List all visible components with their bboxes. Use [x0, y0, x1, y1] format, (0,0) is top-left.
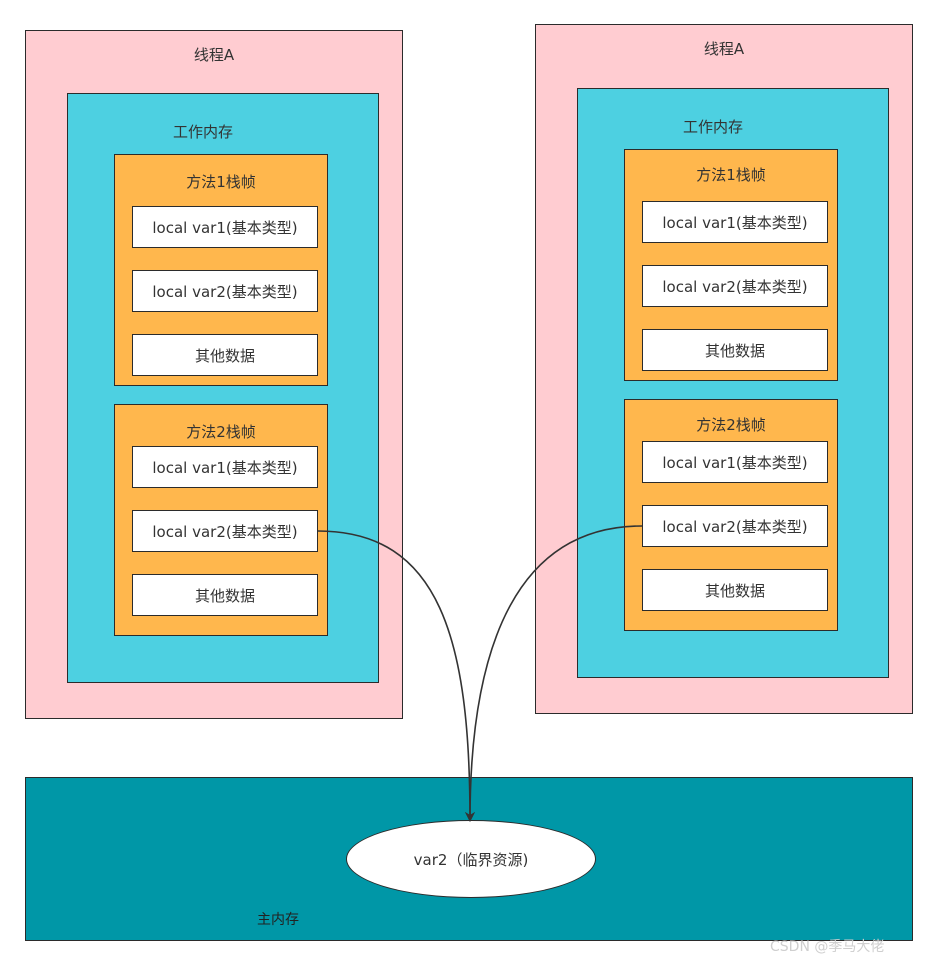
- work-memory-title: 工作内存: [172, 123, 233, 141]
- var-box: local var2(基本类型): [132, 270, 318, 312]
- stack-frame-title: 方法1栈帧: [696, 166, 766, 184]
- var-box: 其他数据: [132, 334, 318, 376]
- var-box: 其他数据: [132, 574, 318, 616]
- stack-frame-title: 方法1栈帧: [186, 173, 256, 191]
- thread-title: 线程A: [193, 46, 235, 64]
- var-box: 其他数据: [642, 569, 828, 611]
- watermark: CSDN @季马大佬: [770, 939, 885, 955]
- shared-var-ellipse: var2（临界资源): [346, 820, 596, 898]
- var-box: local var1(基本类型): [642, 201, 828, 243]
- var-box-var2-right: local var2(基本类型): [642, 505, 828, 547]
- stack-frame-title: 方法2栈帧: [186, 423, 256, 441]
- var-box-var2-left: local var2(基本类型): [132, 510, 318, 552]
- var-box: local var1(基本类型): [642, 441, 828, 483]
- work-memory-title: 工作内存: [682, 118, 743, 136]
- thread-title: 线程A: [703, 40, 745, 58]
- var-box: 其他数据: [642, 329, 828, 371]
- main-memory-label: 主内存: [257, 912, 299, 928]
- stack-frame-title: 方法2栈帧: [696, 416, 766, 434]
- var-box: local var1(基本类型): [132, 446, 318, 488]
- var-box: local var2(基本类型): [642, 265, 828, 307]
- var-box: local var1(基本类型): [132, 206, 318, 248]
